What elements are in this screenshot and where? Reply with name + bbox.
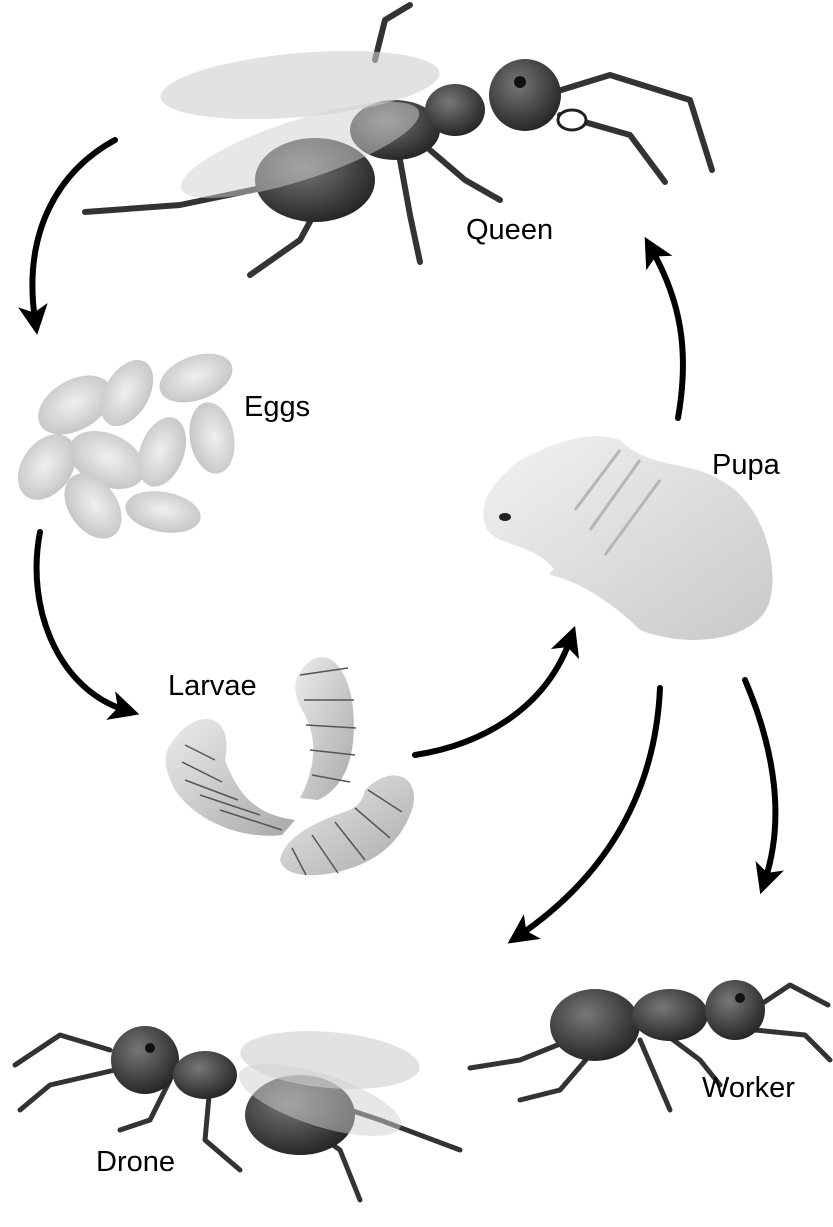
arrow-pupa-to-drone	[520, 688, 660, 935]
label-drone: Drone	[96, 1146, 175, 1179]
arrow-queen-to-eggs	[32, 140, 115, 320]
arrow-larvae-to-pupa	[415, 640, 570, 755]
arrow-pupa-to-worker	[745, 680, 775, 880]
label-eggs: Eggs	[244, 391, 310, 424]
queen-ant-illustration	[85, 5, 712, 275]
label-larvae: Larvae	[168, 670, 257, 703]
arrow-eggs-to-larvae	[37, 532, 125, 710]
label-queen: Queen	[466, 214, 553, 247]
drone-ant-illustration	[15, 1024, 460, 1200]
label-worker: Worker	[702, 1072, 795, 1105]
eggs-illustration	[6, 344, 240, 549]
arrow-pupa-to-queen	[652, 250, 683, 418]
label-pupa: Pupa	[712, 449, 780, 482]
